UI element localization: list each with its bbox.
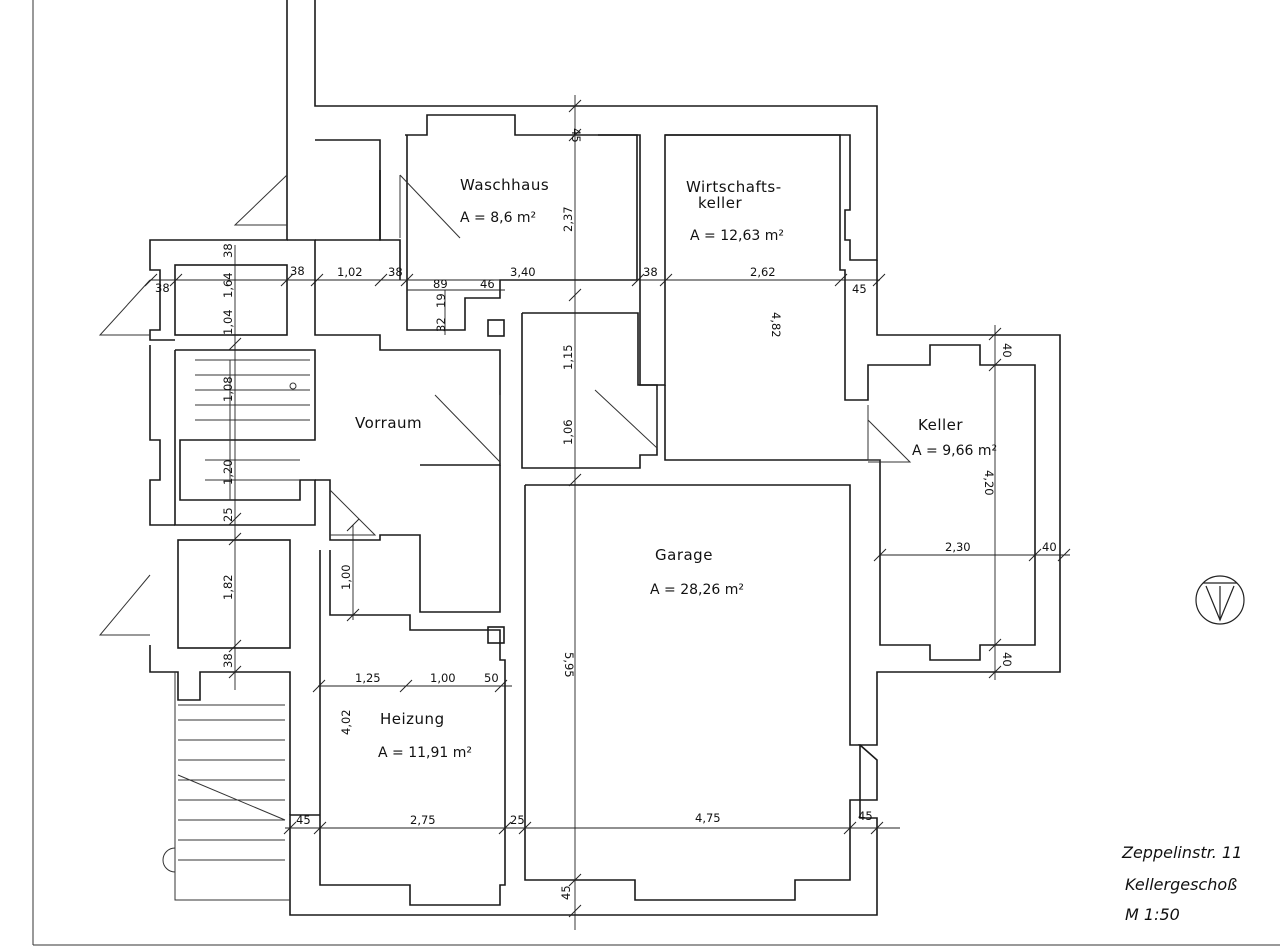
vorraum-label: Vorraum	[355, 414, 422, 432]
title-scale: M 1:50	[1125, 905, 1180, 924]
heizung-area: A = 11,91 m²	[378, 745, 472, 761]
dim-label: 1,06	[561, 419, 575, 445]
dimension-lines	[144, 95, 1071, 930]
garage-label: Garage	[655, 546, 713, 564]
keller-label: Keller	[918, 416, 963, 434]
garage-area: A = 28,26 m²	[650, 582, 744, 598]
outer-walls	[149, 0, 1061, 916]
wirtschaftskeller-label-1: Wirtschafts-	[686, 178, 782, 196]
dim-label: 1,04	[221, 309, 235, 335]
room-garage-walls	[524, 484, 861, 901]
dim-label: 2,62	[750, 265, 776, 279]
waschhaus-label: Waschhaus	[460, 176, 549, 194]
dim-label: 45	[559, 885, 573, 900]
dim-label: 38	[221, 243, 235, 258]
room-middle-small	[521, 312, 658, 469]
dim-label: 1,15	[561, 344, 575, 370]
dim-label: 2,37	[561, 206, 575, 232]
vorraum-walls	[315, 394, 501, 613]
dim-label: 1,25	[355, 671, 381, 685]
dim-label: 1,02	[337, 265, 363, 279]
dim-label: 25	[510, 813, 525, 827]
dim-label: 4,82	[769, 312, 783, 338]
dim-label: 46	[480, 277, 495, 291]
room-small-left-bottom	[98, 539, 291, 649]
dim-label: 38	[155, 281, 170, 295]
dim-label: 50	[484, 671, 499, 685]
dim-label: 40	[1000, 343, 1014, 358]
dim-label: 19	[434, 293, 448, 308]
title-floor: Kellergeschoß	[1125, 875, 1237, 894]
dim-label: 40	[1042, 540, 1057, 554]
wirtschaftskeller-label-2: keller	[698, 194, 742, 212]
dim-label: 38	[290, 264, 305, 278]
dim-label: 45	[852, 282, 867, 296]
dim-label: 1,00	[339, 564, 353, 590]
room-small-left-top	[98, 139, 501, 466]
keller-area: A = 9,66 m²	[912, 443, 997, 459]
dim-label: 4,20	[982, 470, 996, 496]
dim-label: 1,82	[221, 574, 235, 600]
dim-label: 25	[221, 507, 235, 522]
dim-label: 1,20	[221, 459, 235, 485]
north-arrow-icon	[1195, 575, 1245, 625]
dim-label: 1,64	[221, 272, 235, 298]
heizung-label: Heizung	[380, 710, 445, 728]
keller-door	[867, 405, 912, 463]
dim-label: 45	[569, 128, 583, 143]
waschhaus-area: A = 8,6 m²	[460, 210, 536, 226]
dim-label: 38	[388, 265, 403, 279]
dim-label: 38	[221, 653, 235, 668]
dim-label: 5,95	[562, 652, 576, 678]
room-wirtschaftskeller-walls	[664, 134, 1036, 661]
dim-label: 2,75	[410, 813, 436, 827]
room-heizung-walls	[319, 319, 506, 906]
dim-label: 32	[434, 317, 448, 332]
dim-label: 2,30	[945, 540, 971, 554]
dim-label: 4,75	[695, 811, 721, 825]
stair-area	[174, 349, 316, 526]
dim-label: 1,08	[221, 376, 235, 402]
exterior-stair	[162, 672, 290, 901]
dim-label: 45	[858, 809, 873, 823]
dim-label: 89	[433, 277, 448, 291]
dim-label: 1,00	[430, 671, 456, 685]
dim-label: 3,40	[510, 265, 536, 279]
dim-label: 4,02	[339, 709, 353, 735]
title-address: Zeppelinstr. 11	[1121, 843, 1242, 862]
wirtschaftskeller-area: A = 12,63 m²	[690, 228, 784, 244]
dim-label: 40	[1000, 652, 1014, 667]
dim-label: 45	[296, 813, 311, 827]
dim-label: 38	[643, 265, 658, 279]
